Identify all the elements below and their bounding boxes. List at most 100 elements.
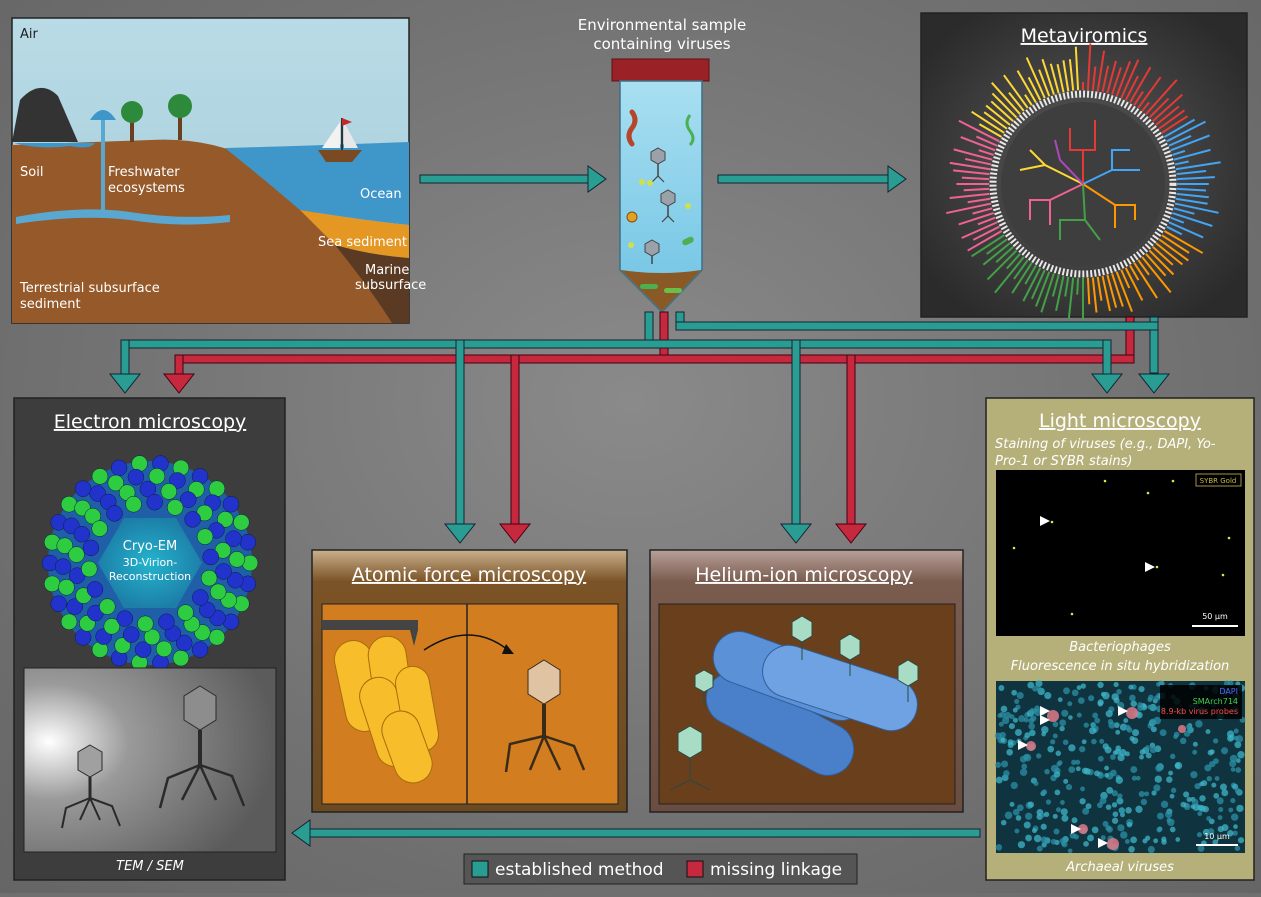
legend-established: established method [495, 860, 664, 880]
fish-cell [1098, 756, 1104, 762]
fish-cell [1130, 836, 1137, 843]
fish-cell [1199, 795, 1205, 801]
fish-cell [1020, 769, 1027, 776]
capsomer [126, 496, 142, 512]
fish-cell [1063, 739, 1069, 745]
fish-cell [1001, 760, 1008, 767]
capsomer [51, 596, 67, 612]
fish-cell [1056, 807, 1061, 812]
env-label-terrestrial-2: sediment [20, 297, 81, 312]
fish-cell [1006, 749, 1013, 756]
lm-caption-1: Bacteriophages [1069, 640, 1171, 655]
capsomer [68, 547, 84, 563]
fish-cell [1218, 807, 1223, 812]
capsomer [92, 468, 108, 484]
fish-cell [1170, 827, 1176, 833]
fish-cell [1015, 729, 1022, 736]
fish-cell [1017, 692, 1024, 699]
fish-cell [1157, 813, 1164, 820]
fish-cell [1072, 689, 1079, 696]
fish-cell [1104, 766, 1109, 771]
fish-cell [1009, 723, 1015, 729]
fish-cell [1115, 730, 1120, 735]
fish-title: Fluorescence in situ hybridization [1011, 659, 1230, 674]
fish-cell [1011, 690, 1017, 696]
fish-cell [1025, 835, 1032, 842]
fish-cell [1234, 736, 1239, 741]
fish-cell [1092, 713, 1098, 719]
fish-cell [1125, 807, 1132, 814]
fish-cell [1053, 722, 1059, 728]
tem-caption: TEM / SEM [116, 859, 184, 874]
fish-cell [1180, 802, 1186, 808]
radial-bar [1077, 278, 1078, 295]
radial-bar [1088, 278, 1089, 304]
fish-cell [1206, 729, 1211, 734]
fish-cell [1074, 834, 1079, 839]
fish-cell [1127, 822, 1132, 827]
radial-bar [964, 189, 989, 190]
fish-cell [1060, 838, 1065, 843]
env-label-sea-sediment: Sea sediment [318, 235, 407, 250]
capsomer [197, 529, 213, 545]
fish-cell [1068, 848, 1073, 853]
fish-cell [1171, 788, 1176, 793]
fish-cell [1013, 809, 1020, 816]
fish-cell [1094, 718, 1100, 724]
fish-cell [995, 733, 1002, 740]
fish-cell [1228, 808, 1233, 813]
fish-cell [1125, 725, 1131, 731]
fish-cell [1112, 818, 1118, 824]
fish-cell [1047, 746, 1054, 753]
fish-cell [1234, 729, 1239, 734]
fish-cell [1139, 755, 1144, 760]
sybr-stain-label: SYBR Gold [1200, 477, 1237, 485]
lm-subtitle-1: Staining of viruses (e.g., DAPI, Yo- [995, 437, 1216, 452]
fish-cell [1021, 763, 1027, 769]
fish-cell [1023, 754, 1029, 760]
capsomer [216, 563, 232, 579]
fish-cell [1231, 767, 1236, 772]
capsomer [185, 511, 201, 527]
fish-cell [1029, 730, 1036, 737]
fish-cell [1218, 815, 1223, 820]
fish-cell [1165, 811, 1172, 818]
capsomer [128, 469, 144, 485]
capsomer [44, 576, 60, 592]
fish-cell [1213, 793, 1219, 799]
capsomer [156, 641, 172, 657]
capsomer [229, 551, 245, 567]
fish-cell [1084, 768, 1091, 775]
fish-cell [1037, 846, 1043, 852]
fish-cell [1083, 841, 1089, 847]
fish-cell [1105, 825, 1111, 831]
sample-title-2: containing viruses [593, 35, 730, 53]
fish-cell [1115, 745, 1121, 751]
fish-cell [1175, 837, 1180, 842]
fish-cell [1233, 824, 1238, 829]
fish-cell [1014, 699, 1019, 704]
fish-cell [1112, 802, 1117, 807]
fish-cell [1077, 713, 1082, 718]
fish-cell [1061, 808, 1068, 815]
fish-cell [1220, 784, 1227, 791]
metaviromics-title: Metaviromics [1021, 25, 1148, 47]
fish-cell [1142, 839, 1147, 844]
fish-cell [1153, 784, 1160, 791]
fish-cell [1193, 742, 1198, 747]
fish-cell [1106, 787, 1113, 794]
fish-cell [1088, 695, 1094, 701]
fish-cell [1053, 814, 1058, 819]
radial-bar [962, 178, 989, 179]
fish-cell [1199, 805, 1206, 812]
fish-cell [1044, 692, 1051, 699]
fish-cell [1197, 832, 1202, 837]
capsomer [147, 494, 163, 510]
fish-cell [1072, 817, 1078, 823]
fish-cell [1137, 702, 1143, 708]
fish-cell [1024, 821, 1031, 828]
legend-missing: missing linkage [710, 860, 842, 880]
fish-cell [1099, 739, 1104, 744]
fish-cell [1123, 718, 1128, 723]
